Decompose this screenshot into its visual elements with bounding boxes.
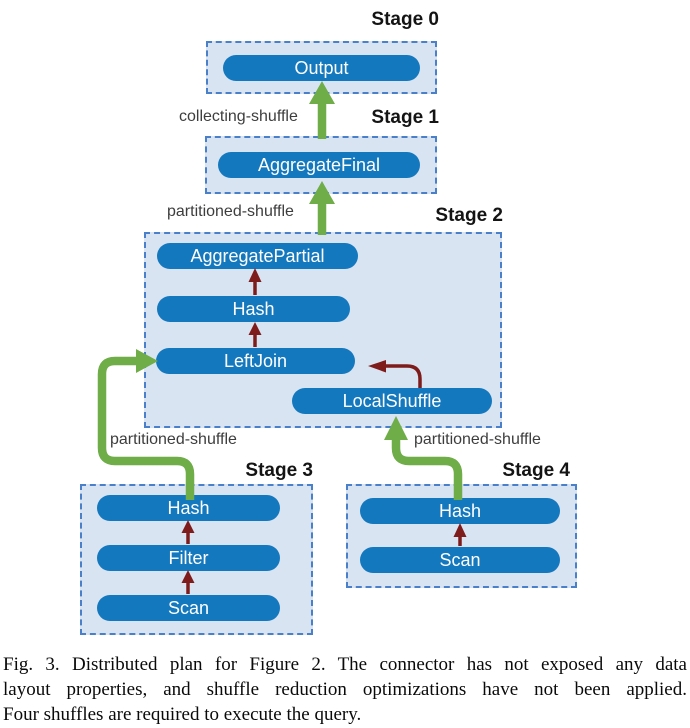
node-localshuffle: LocalShuffle — [292, 388, 492, 414]
node-hash-stage3: Hash — [97, 495, 280, 521]
caption-line-2: layout properties, and shuffle reduction… — [3, 679, 687, 700]
node-scan-stage4: Scan — [360, 547, 560, 573]
figure-caption: Fig. 3. Distributed plan for Figure 2. T… — [3, 652, 687, 727]
stage-0-label: Stage 0 — [371, 9, 439, 30]
node-leftjoin: LeftJoin — [156, 348, 355, 374]
caption-line-3: Four shuffles are required to execute th… — [3, 704, 362, 725]
node-filter: Filter — [97, 545, 280, 571]
caption-line-1: Fig. 3. Distributed plan for Figure 2. T… — [3, 654, 687, 675]
partitioned-shuffle-label-top: partitioned-shuffle — [167, 203, 294, 220]
partitioned-shuffle-label-left: partitioned-shuffle — [110, 431, 237, 448]
node-hash-stage4: Hash — [360, 498, 560, 524]
partitioned-shuffle-label-right: partitioned-shuffle — [414, 431, 541, 448]
node-output: Output — [223, 55, 420, 81]
node-aggregatepartial: AggregatePartial — [157, 243, 358, 269]
stage-4-label: Stage 4 — [502, 460, 570, 481]
node-aggregatefinal: AggregateFinal — [218, 152, 420, 178]
stage-2-label: Stage 2 — [435, 205, 503, 226]
collecting-shuffle-label: collecting-shuffle — [179, 108, 298, 125]
node-scan-stage3: Scan — [97, 595, 280, 621]
stage-3-label: Stage 3 — [245, 460, 313, 481]
node-hash-stage2: Hash — [157, 296, 350, 322]
stage-1-label: Stage 1 — [371, 107, 439, 128]
